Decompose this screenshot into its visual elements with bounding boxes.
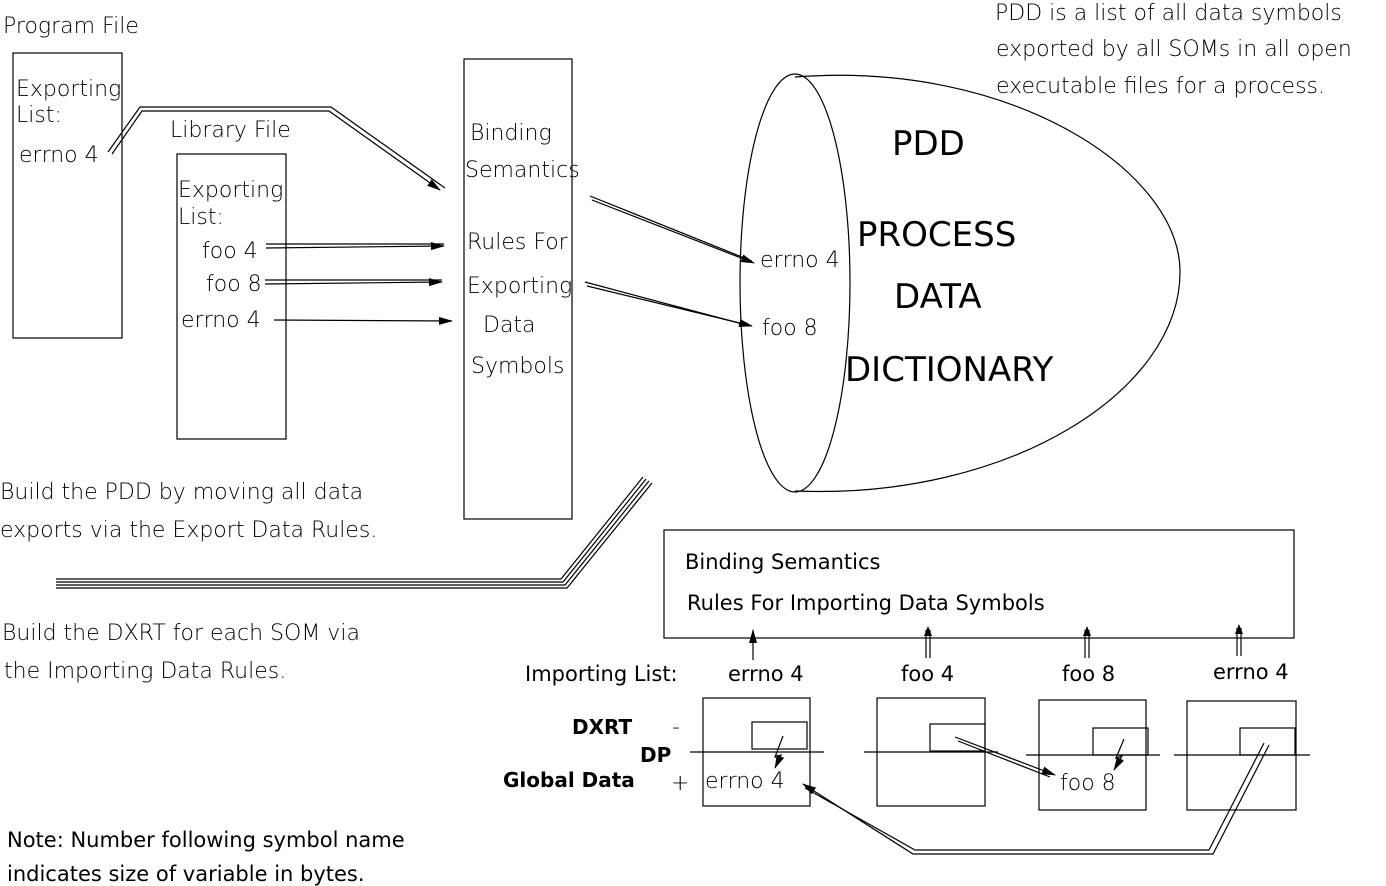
importing-item-4: errno 4 — [1213, 660, 1289, 684]
importing-item-1: errno 4 — [728, 662, 804, 686]
note-line1: Note: Number following symbol name — [7, 828, 405, 852]
importing-item-3: foo 8 — [1062, 662, 1115, 686]
export-rules-box — [463, 58, 573, 520]
program-exporting-label: Exporting — [16, 77, 121, 102]
library-file-box — [176, 153, 287, 440]
library-item-foo4: foo 4 — [202, 239, 258, 264]
som2-to-som3-arrow — [954, 736, 1056, 778]
library-item-errno4: errno 4 — [181, 308, 261, 333]
pdd-note-line3: executable files for a process. — [996, 74, 1325, 99]
pdd-line1: PROCESS — [857, 215, 1016, 255]
library-list-label: List: — [178, 205, 224, 230]
som-box-2 — [864, 697, 998, 807]
program-errno-item: errno 4 — [19, 143, 99, 168]
pdd-container — [739, 73, 1181, 493]
pdd-note-line1: PDD is a list of all data symbols — [995, 1, 1342, 26]
build-pdd-line2: exports via the Export Data Rules. — [0, 518, 377, 543]
note-line2: indicates size of variable in bytes. — [7, 862, 365, 886]
build-dxrt-line1: Build the DXRT for each SOM via — [2, 621, 360, 646]
legend-dp: DP — [640, 743, 671, 767]
build-pdd-line1: Build the PDD by moving all data — [0, 480, 363, 505]
export-rules-line6: Symbols — [471, 354, 564, 379]
program-list-label: List: — [16, 103, 62, 128]
library-exporting-label: Exporting — [178, 178, 283, 203]
som4-to-som1-arrow — [802, 742, 1270, 855]
build-dxrt-line2: the Importing Data Rules. — [4, 659, 286, 684]
export-rules-line5: Data — [483, 313, 536, 338]
import-rules-line1: Binding Semantics — [685, 550, 880, 574]
import-rules-line2: Rules For Importing Data Symbols — [687, 591, 1045, 615]
export-to-pdd-arrows — [584, 195, 755, 327]
pdd-entry-errno4: errno 4 — [760, 248, 840, 273]
pdd-short-title: PDD — [892, 124, 965, 164]
library-item-foo8: foo 8 — [206, 272, 262, 297]
export-rules-line4: Exporting — [467, 274, 572, 299]
import-rules-box — [663, 529, 1295, 639]
importing-list-label: Importing List: — [525, 662, 678, 686]
library-export-arrows — [264, 242, 453, 325]
som-box-3 — [1026, 699, 1160, 811]
pdd-entry-foo8: foo 8 — [762, 316, 818, 341]
export-rules-line2: Semantics — [465, 158, 580, 183]
program-file-box — [12, 52, 123, 339]
importing-item-2: foo 4 — [901, 662, 954, 686]
section-divider — [56, 476, 653, 589]
som-box-4 — [1174, 700, 1310, 811]
som3-global-value: foo 8 — [1060, 771, 1116, 796]
legend-minus: - — [672, 715, 680, 740]
import-up-arrows — [749, 624, 1243, 660]
pdd-line2: DATA — [894, 277, 982, 317]
pdd-note-line2: exported by all SOMs in all open — [996, 37, 1352, 62]
program-file-title: Program File — [3, 14, 139, 39]
som-box-1 — [690, 697, 824, 807]
som1-global-value: errno 4 — [705, 769, 785, 794]
legend-global-data: Global Data — [503, 768, 635, 792]
program-export-arrow — [107, 106, 446, 191]
legend-plus: + — [671, 771, 689, 796]
export-rules-line1: Binding — [470, 121, 552, 146]
export-rules-line3: Rules For — [467, 230, 569, 255]
legend-dxrt: DXRT — [572, 715, 633, 739]
pdd-line3: DICTIONARY — [845, 350, 1054, 390]
library-file-title: Library File — [170, 118, 291, 143]
